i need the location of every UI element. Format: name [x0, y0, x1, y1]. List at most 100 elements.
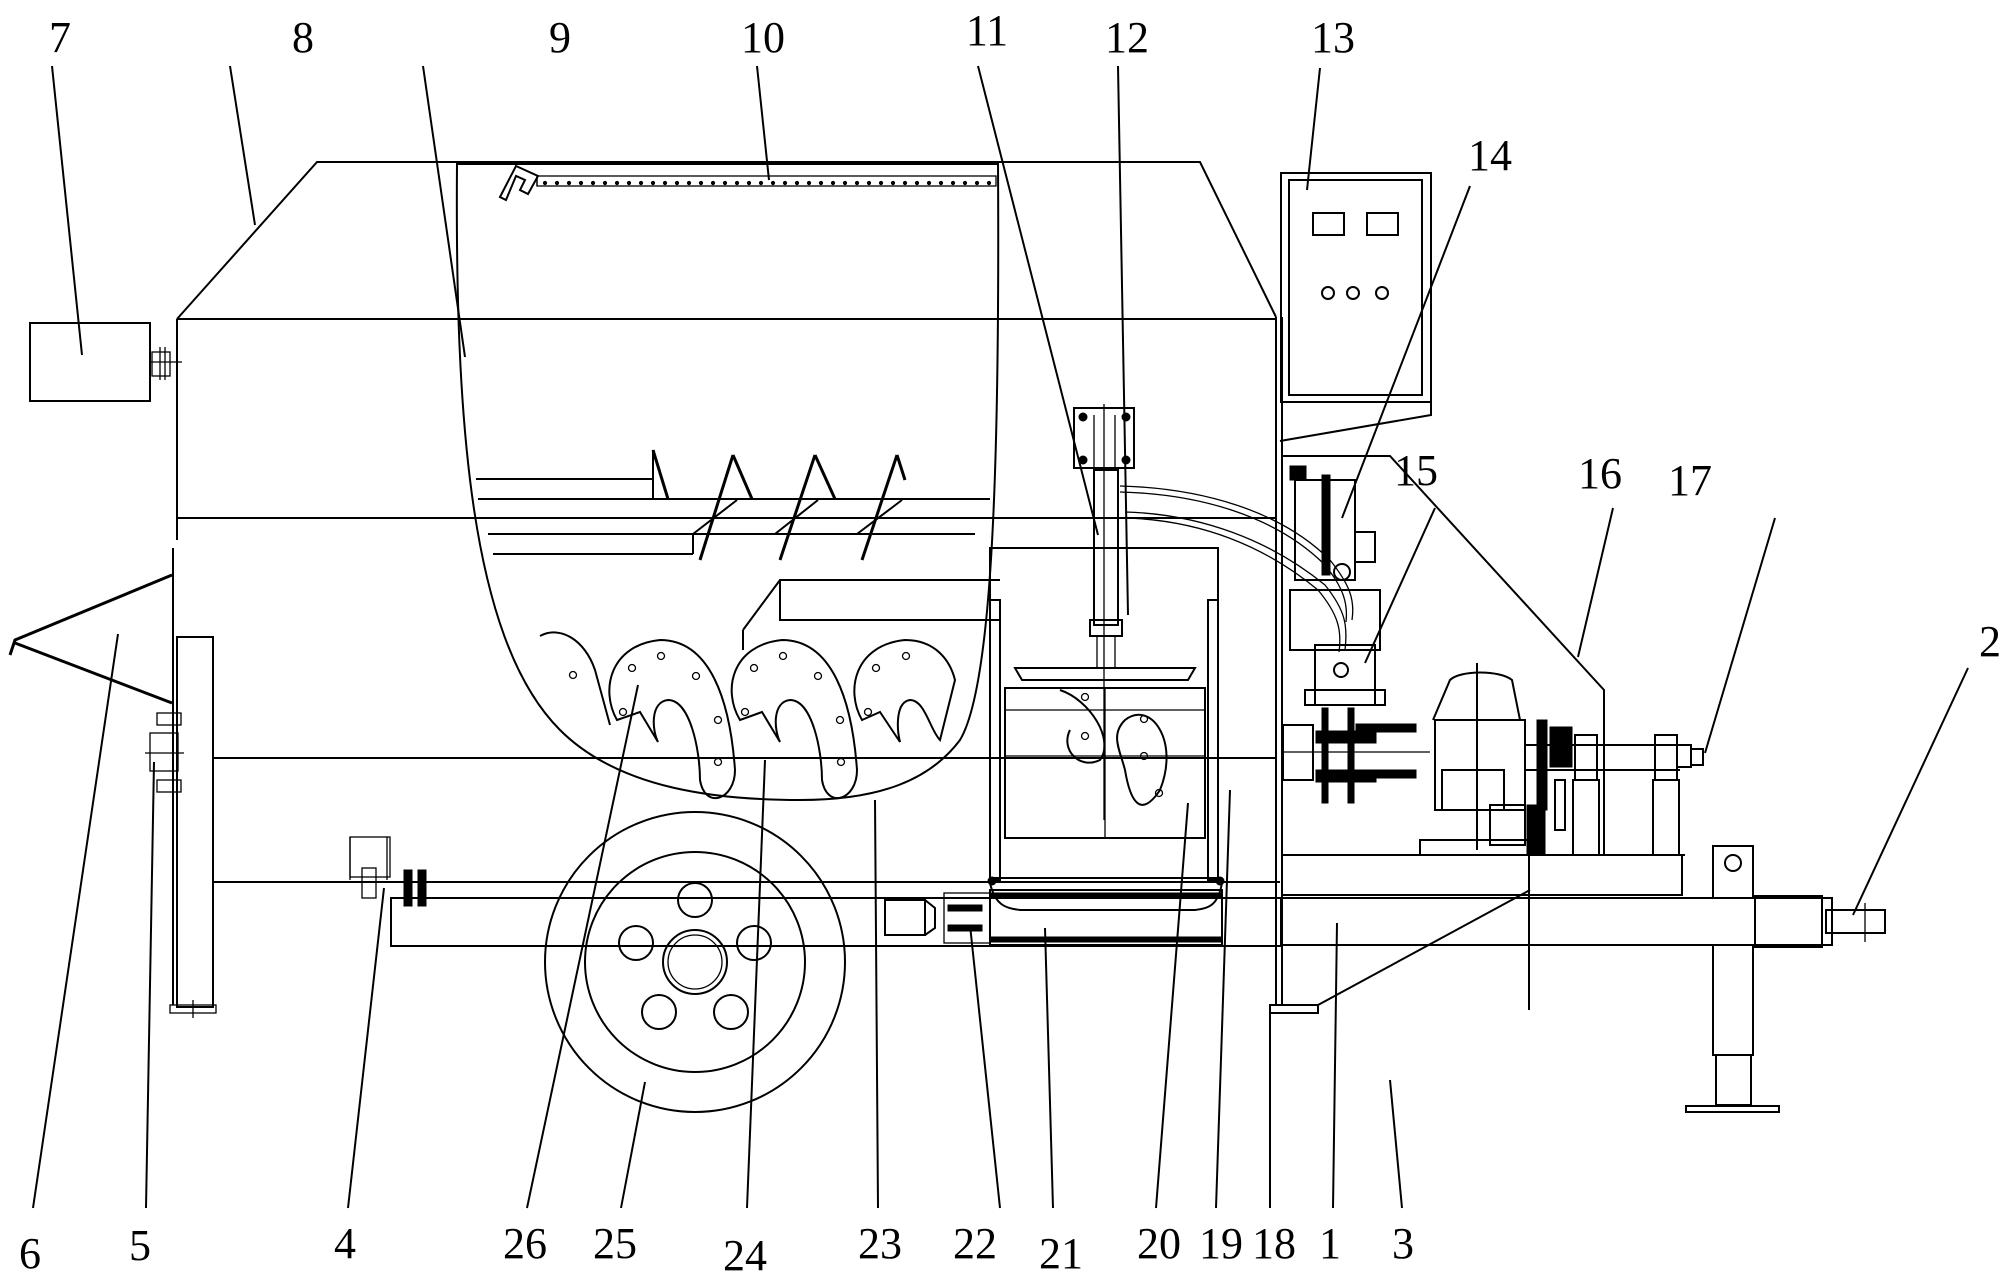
part-21-pump-cylinder	[987, 876, 1225, 946]
spray-nozzle	[950, 180, 956, 186]
spray-nozzle	[566, 180, 572, 186]
leader-line-11	[977, 65, 1099, 536]
leader-line-1	[1332, 922, 1338, 1209]
button-2	[1346, 286, 1360, 300]
hopper-cutaway-outline	[455, 162, 1000, 802]
part-13-control-box	[1279, 172, 1432, 442]
spray-nozzle	[866, 180, 872, 186]
leader-line-13	[1306, 67, 1321, 191]
button-3	[1375, 286, 1389, 300]
spray-nozzle	[830, 180, 836, 186]
label-23: 23	[858, 1219, 902, 1268]
part-3-jack-stand	[1685, 845, 1780, 1113]
label-10: 10	[741, 13, 785, 62]
spray-nozzle	[698, 180, 704, 186]
spray-nozzle	[710, 180, 716, 186]
paddle-partial-left	[539, 631, 611, 726]
label-3: 3	[1392, 1219, 1414, 1268]
part-5-flange	[145, 636, 217, 1018]
leader-line-9	[422, 65, 466, 358]
label-13: 13	[1311, 13, 1355, 62]
spray-nozzle	[602, 180, 608, 186]
leader-line-21	[1044, 927, 1054, 1209]
spray-nozzle	[770, 180, 776, 186]
leader-line-5	[145, 761, 155, 1209]
spray-nozzle	[914, 180, 920, 186]
display-window-2	[1366, 212, 1399, 236]
part-4-bracket	[349, 836, 427, 907]
label-2: 2	[1979, 617, 2001, 666]
spray-nozzle	[962, 180, 968, 186]
spray-nozzle	[686, 180, 692, 186]
bearing-blocks	[1525, 734, 1704, 856]
spray-nozzle	[746, 180, 752, 186]
spray-nozzle	[938, 180, 944, 186]
leader-line-3	[1389, 1079, 1403, 1209]
label-7: 7	[49, 13, 71, 62]
display-window-1	[1312, 212, 1345, 236]
part-15-hydraulic-pump	[1304, 644, 1386, 706]
leader-line-20	[1155, 802, 1189, 1209]
part-labels: 7 8 9 10 11 12 13 14 15 16 17 2 6 5 4 26…	[19, 6, 2001, 1280]
spray-nozzle	[590, 180, 596, 186]
part-10-spray-bar	[498, 164, 997, 202]
label-11: 11	[966, 6, 1008, 55]
spray-nozzle	[638, 180, 644, 186]
leader-line-8	[229, 65, 256, 226]
leader-line-22	[969, 924, 1001, 1209]
spray-nozzle	[926, 180, 932, 186]
label-8: 8	[292, 13, 314, 62]
spray-nozzle	[794, 180, 800, 186]
leader-line-14	[1341, 185, 1471, 519]
part-18-sprocket	[1526, 719, 1573, 1010]
label-19: 19	[1199, 1219, 1243, 1268]
spray-nozzle	[842, 180, 848, 186]
part-7-side-box	[29, 322, 182, 402]
leader-lines	[32, 65, 1969, 1209]
spray-nozzle	[758, 180, 764, 186]
label-12: 12	[1105, 13, 1149, 62]
spray-nozzle	[806, 180, 812, 186]
part-19-gearbox	[1419, 663, 1531, 856]
part-1-tow-bar	[1281, 895, 1833, 948]
spray-nozzle	[626, 180, 632, 186]
paddle-3	[853, 638, 957, 743]
leader-line-4	[347, 887, 385, 1209]
label-1: 1	[1319, 1219, 1341, 1268]
part-9-auger	[476, 449, 990, 561]
leader-line-2	[1852, 667, 1969, 916]
part-16-drive-housing	[1281, 455, 1685, 896]
part-6-discharge-chute	[8, 548, 174, 1005]
leader-line-10	[756, 65, 770, 181]
rear-support-foot	[1269, 889, 1531, 1014]
leader-line-23	[874, 799, 879, 1209]
label-26: 26	[503, 1219, 547, 1268]
spray-nozzle	[818, 180, 824, 186]
label-5: 5	[129, 1221, 151, 1270]
spray-nozzle	[674, 180, 680, 186]
button-1	[1321, 286, 1335, 300]
leader-line-16	[1577, 507, 1614, 658]
leader-line-17	[1704, 517, 1776, 754]
leader-line-19	[1215, 789, 1231, 1209]
part-22-pump-motor	[884, 892, 991, 944]
part-25-wheel	[544, 811, 846, 1113]
leader-line-26	[526, 684, 639, 1209]
paddle-1	[608, 638, 737, 800]
label-18: 18	[1252, 1219, 1296, 1268]
label-15: 15	[1394, 446, 1438, 495]
part-14-motor	[1289, 465, 1381, 651]
spray-nozzle	[986, 180, 992, 186]
leader-line-24	[746, 759, 766, 1209]
leader-line-25	[620, 1081, 646, 1209]
spray-nozzles	[542, 180, 992, 186]
spray-nozzle	[782, 180, 788, 186]
spray-nozzle	[974, 180, 980, 186]
leader-line-7	[51, 65, 83, 356]
label-6: 6	[19, 1229, 41, 1278]
spray-nozzle	[902, 180, 908, 186]
label-22: 22	[953, 1219, 997, 1268]
spray-nozzle	[614, 180, 620, 186]
part-20-coupling	[1282, 707, 1430, 804]
